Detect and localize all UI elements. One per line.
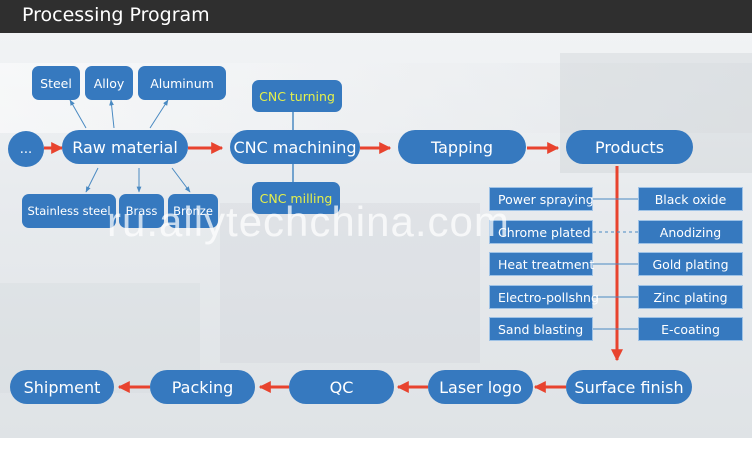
arrow-to-stainless (85, 167, 99, 193)
bottom-strip (0, 438, 752, 453)
finish-right-item: Gold plating (638, 252, 743, 276)
material-bronze: Bronze (168, 194, 218, 228)
shipment-node: Shipment (10, 370, 114, 404)
material-stainless-steel: Stainless steel (22, 194, 116, 228)
finish-left-item: Chrome plated (489, 220, 593, 244)
material-alloy: Alloy (85, 66, 133, 100)
surface-finish-node: Surface finish (566, 370, 692, 404)
cnc-milling: CNC milling (252, 182, 340, 214)
arrow-to-steel (69, 99, 87, 129)
arrow-to-bronze (171, 167, 191, 193)
material-aluminum: Aluminum (138, 66, 226, 100)
header-bar: Processing Program (0, 0, 752, 33)
finish-left-item: Electro-pollshng (489, 285, 599, 309)
cnc-machining-node: CNC machining (230, 130, 360, 164)
finish-right-item: E-coating (638, 317, 743, 341)
qc-node: QC (289, 370, 394, 404)
material-brass: Brass (119, 194, 164, 228)
finish-right-item: Anodizing (638, 220, 743, 244)
finish-right-item: Zinc plating (638, 285, 743, 309)
finish-right-item: Black oxide (638, 187, 743, 211)
cnc-turning: CNC turning (252, 80, 342, 112)
finish-left-item: Heat treatment (489, 252, 594, 276)
ellipsis-node: ... (8, 131, 44, 167)
material-steel: Steel (32, 66, 80, 100)
page-title: Processing Program (22, 4, 210, 26)
products-node: Products (566, 130, 693, 164)
packing-node: Packing (150, 370, 255, 404)
arrow-to-aluminum (149, 99, 169, 129)
finish-left-item: Sand blasting (489, 317, 593, 341)
arrow-to-alloy (109, 99, 115, 129)
finish-left-item: Power spraying (489, 187, 594, 211)
laser-logo-node: Laser logo (428, 370, 533, 404)
tapping-node: Tapping (398, 130, 526, 164)
background-machine-shape (220, 203, 480, 363)
raw-material-node: Raw material (62, 130, 188, 164)
